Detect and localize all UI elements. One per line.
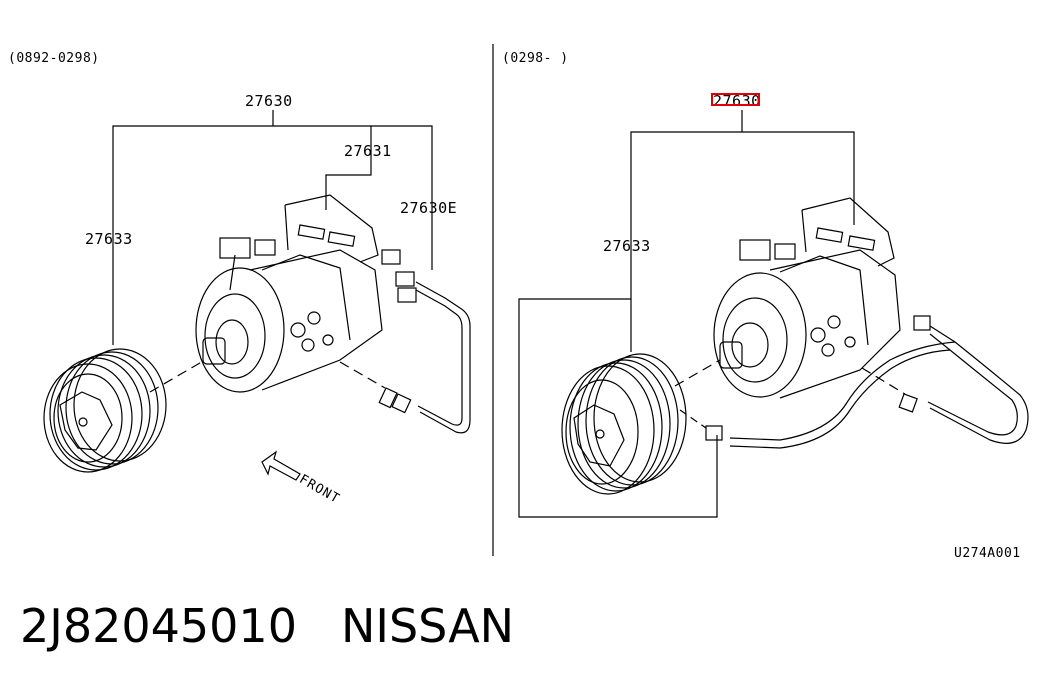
right-date-range: (0298- ) bbox=[502, 51, 569, 66]
right-leader-lines bbox=[518, 110, 855, 518]
diagram-code: U274A001 bbox=[954, 546, 1021, 561]
left-leader-lines bbox=[112, 110, 433, 345]
left-date-range: (0892-0298) bbox=[8, 51, 100, 66]
left-harness-drawing bbox=[378, 249, 471, 434]
left-part-label-compressor[interactable]: 27631 bbox=[344, 142, 392, 160]
highlight-box bbox=[711, 93, 760, 106]
left-compressor-drawing bbox=[195, 194, 383, 393]
right-part-label-pulley[interactable]: 27633 bbox=[603, 237, 651, 255]
right-pulley-axis bbox=[674, 359, 721, 387]
right-harness-drawing bbox=[705, 315, 1029, 449]
right-connector-dash bbox=[679, 409, 707, 429]
left-harness-dash bbox=[339, 361, 386, 389]
left-pulley-drawing bbox=[43, 348, 167, 473]
left-part-label-assembly[interactable]: 27630 bbox=[245, 92, 293, 110]
right-pulley-drawing bbox=[561, 353, 687, 495]
right-harness-dash bbox=[861, 367, 906, 395]
left-pulley-axis bbox=[149, 359, 206, 393]
left-part-label-pulley[interactable]: 27633 bbox=[85, 230, 133, 248]
footer-caption: 2J82045010 NISSAN bbox=[20, 598, 514, 654]
right-compressor-drawing bbox=[713, 197, 901, 399]
left-part-label-harness[interactable]: 27630E bbox=[400, 199, 458, 217]
footer-part-number: 2J82045010 bbox=[20, 599, 297, 653]
front-arrow-icon bbox=[261, 450, 301, 481]
footer-brand: NISSAN bbox=[340, 599, 515, 653]
